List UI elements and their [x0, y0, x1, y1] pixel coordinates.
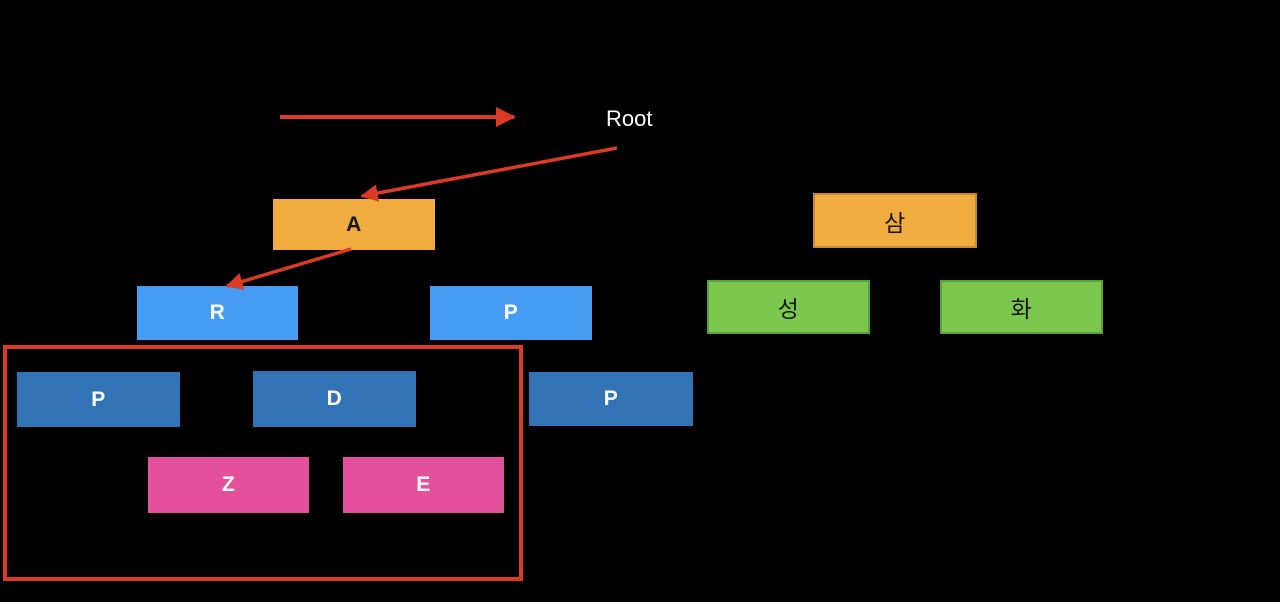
node-p1: P [430, 286, 592, 340]
root-to-a-arrow [360, 146, 618, 202]
node-e: E [343, 457, 504, 513]
node-a: A [273, 199, 435, 250]
node-p2: P [17, 372, 180, 427]
node-d: D [253, 371, 416, 427]
root-annotation-label: Root [606, 106, 653, 131]
node-seong: 성 [707, 280, 870, 334]
node-z: Z [148, 457, 309, 513]
red-highlight-rectangle [3, 345, 523, 581]
node-r: R [137, 286, 298, 340]
node-p3: P [529, 372, 693, 426]
node-sam: 삼 [813, 193, 977, 248]
node-hwa: 화 [940, 280, 1103, 334]
a-to-r-arrow [225, 247, 352, 290]
